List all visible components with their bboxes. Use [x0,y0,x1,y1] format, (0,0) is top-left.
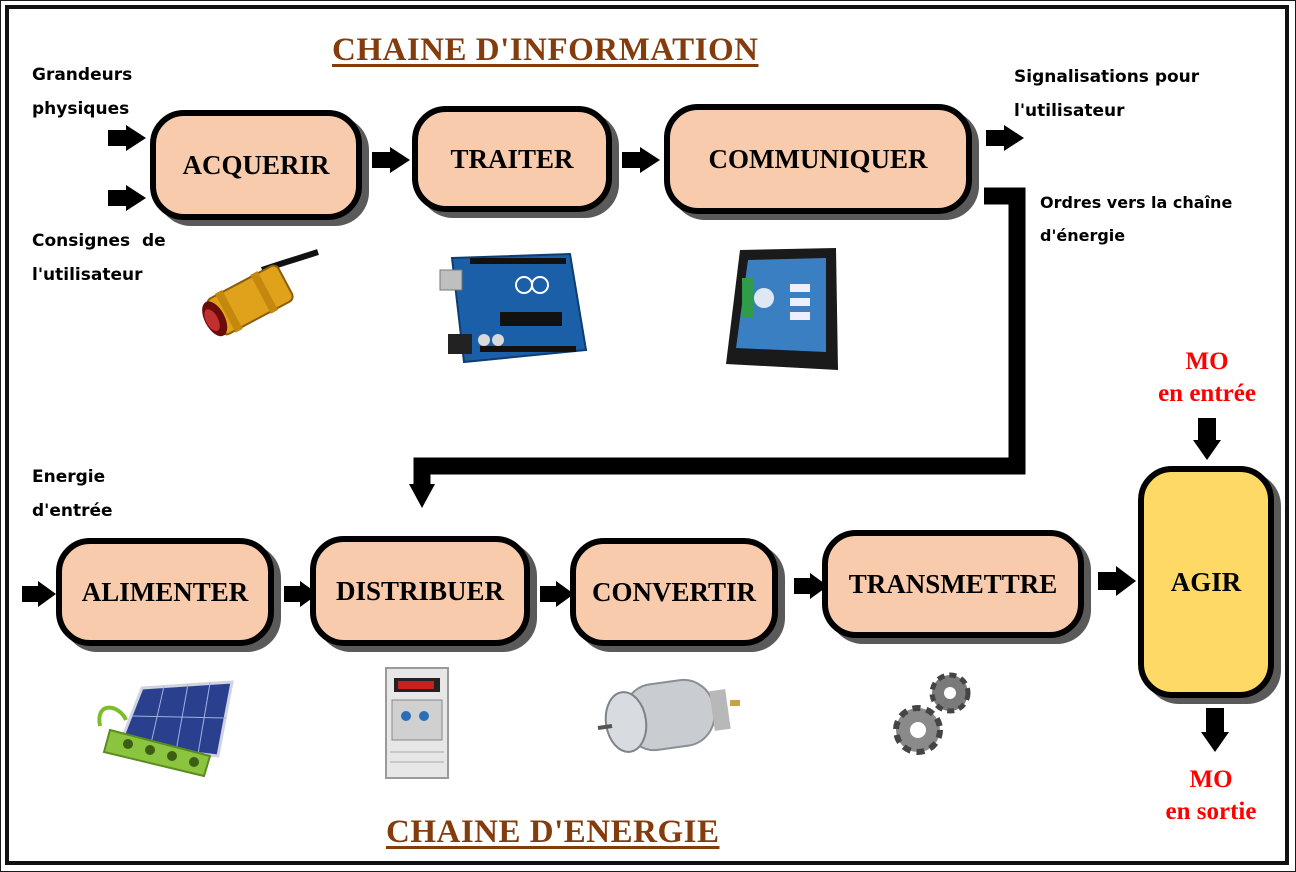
block-communiquer: COMMUNIQUER [664,104,972,214]
block-convertir-label: CONVERTIR [591,576,757,607]
gears-image [893,672,971,755]
arrow-consignes-in [108,185,146,211]
label-ordres-line2: d'énergie [1040,226,1126,245]
block-transmettre: TRANSMETTRE [822,530,1084,638]
block-communiquer-label: COMMUNIQUER [708,143,928,174]
label-grandeurs-line1: Grandeurs [32,65,133,85]
arrow-energie-in [22,581,56,607]
label-signalisations-line1: Signalisations pour [1014,67,1200,87]
order-connector-line [413,187,1026,488]
label-consignes: Consignes de l'utilisateur [32,224,166,292]
arrow-grandeurs-in [108,125,146,151]
block-alimenter: ALIMENTER [56,538,274,646]
solar-panel-image [97,680,234,778]
label-mo-out-line2: en sortie [1165,798,1257,825]
label-energie-entree: Energie d'entrée [32,460,113,528]
label-mo-out-line1: MO [1189,766,1233,793]
inverter-image [385,667,449,779]
arrow-transmettre-agir [1098,566,1136,596]
block-traiter: TRAITER [412,106,612,212]
block-distribuer: DISTRIBUER [310,536,530,646]
arrow-signalisations-out [986,125,1024,151]
block-agir-label: AGIR [1170,566,1242,597]
inner-frame [5,5,1289,865]
label-grandeurs-physiques: Grandeurs physiques [32,58,132,126]
order-connector-arrowhead [409,484,435,508]
dc-motor-image [597,678,740,753]
label-energie-line2: d'entrée [32,501,113,521]
energy-chain-title: CHAINE D'ENERGIE [386,814,720,850]
block-acquerir: ACQUERIR [150,110,362,220]
block-convertir: CONVERTIR [570,538,778,646]
arrow-alimenter-distribuer [284,581,318,607]
label-consignes-line1: Consignes de [32,231,166,251]
arrow-traiter-communiquer [622,147,660,173]
block-distribuer-label: DISTRIBUER [335,575,505,606]
label-consignes-line2: l'utilisateur [32,265,143,285]
information-chain-title: CHAINE D'INFORMATION [332,32,759,68]
label-mo-entree: MO en entrée [1132,346,1282,410]
arrow-convertir-transmettre [794,573,828,599]
photoelectric-sensor-image [202,249,319,337]
label-signalisations-line2: l'utilisateur [1014,101,1125,121]
arrow-mo-in [1193,418,1221,460]
block-transmettre-label: TRANSMETTRE [848,568,1058,599]
block-alimenter-label: ALIMENTER [81,576,249,607]
block-acquerir-label: ACQUERIR [182,149,330,180]
label-mo-in-line1: MO [1185,348,1229,375]
block-traiter-label: TRAITER [450,143,574,174]
label-mo-sortie: MO en sortie [1136,764,1286,828]
arduino-board-image [439,252,588,364]
arrow-acquerir-traiter [372,147,410,173]
touch-panel-image [726,248,838,370]
label-ordres: Ordres vers la chaîne d'énergie [1040,186,1232,252]
label-grandeurs-line2: physiques [32,99,130,119]
arrow-mo-out [1201,708,1229,752]
arrow-distribuer-convertir [540,581,574,607]
label-signalisations: Signalisations pour l'utilisateur [1014,60,1199,128]
block-agir: AGIR [1138,466,1274,698]
label-energie-line1: Energie [32,467,106,487]
label-ordres-line1: Ordres vers la chaîne [1040,193,1233,212]
label-mo-in-line2: en entrée [1158,380,1256,407]
